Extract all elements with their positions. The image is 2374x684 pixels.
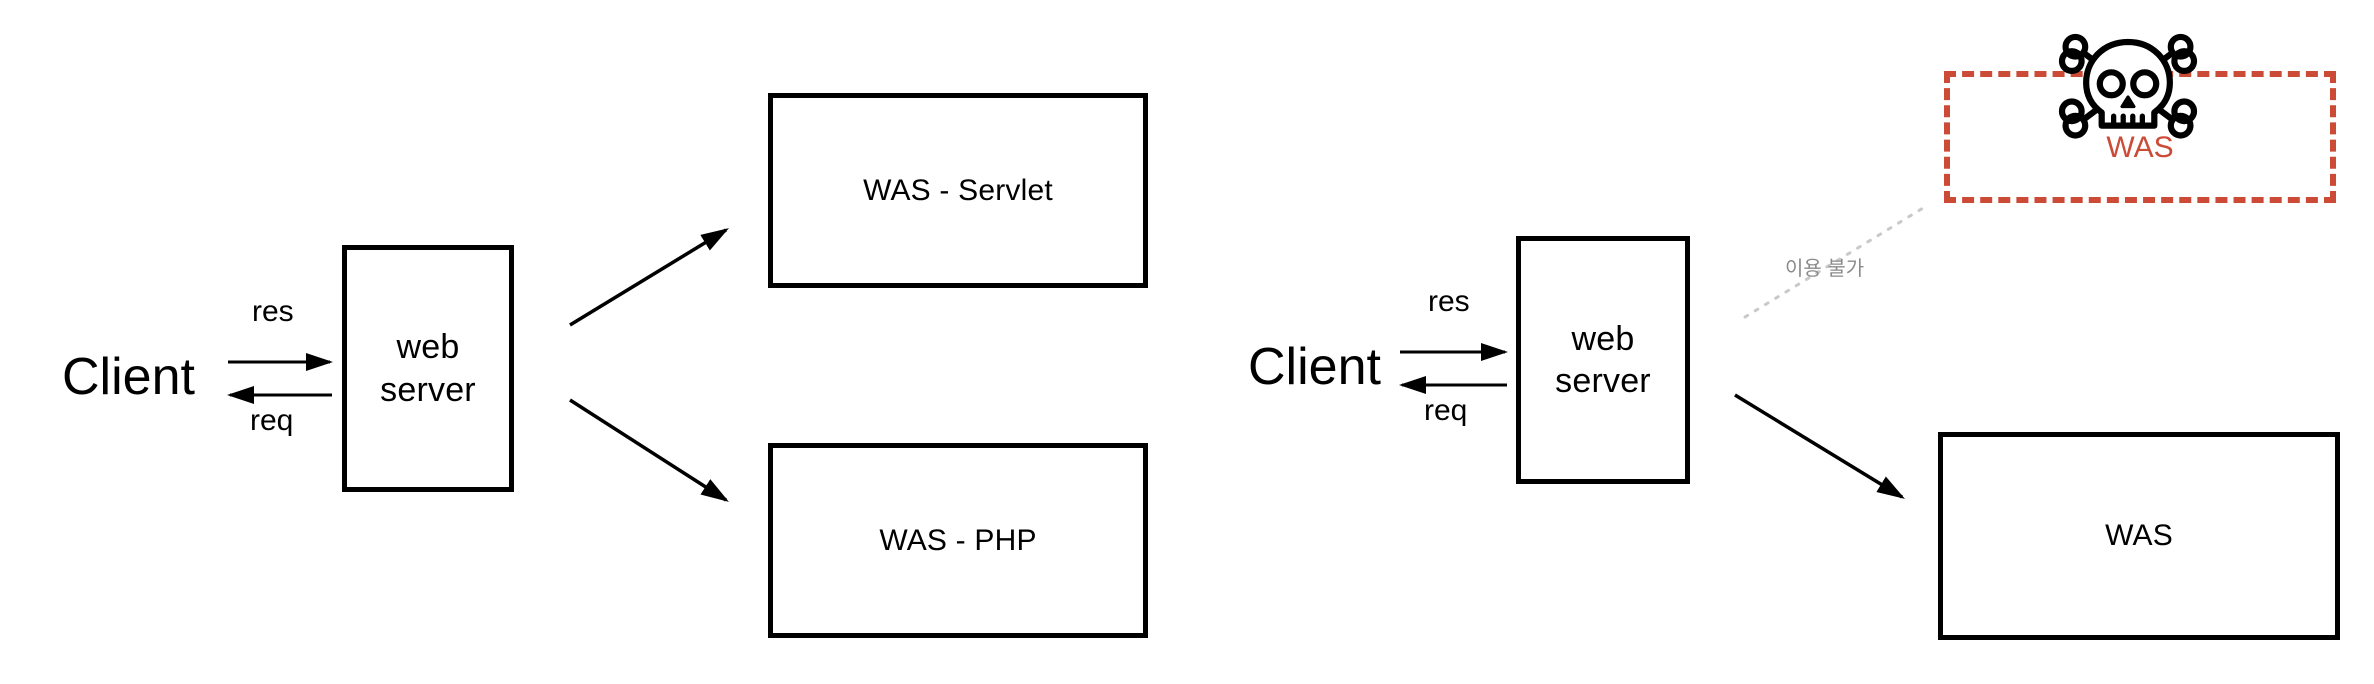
right-server-to-was-arrow <box>1734 393 1905 499</box>
left-server-to-servlet-arrow <box>569 228 729 327</box>
right-unavailable-label: 이용 불가 <box>1785 258 1865 280</box>
left-web-server-label-line1: web <box>396 328 460 366</box>
left-client-label: Client <box>62 348 195 406</box>
skull-and-crossbones-icon <box>2053 30 2203 140</box>
right-was-up-label: WAS <box>2105 519 2173 553</box>
left-res-label: res <box>252 295 294 328</box>
left-web-server-label-line2: server <box>380 370 476 409</box>
right-web-server-label: web server <box>1555 318 1651 403</box>
left-was-servlet-label: WAS - Servlet <box>863 173 1053 207</box>
left-req-label: req <box>250 404 294 437</box>
right-req-label: req <box>1424 394 1468 427</box>
right-was-down-label: WAS <box>2106 131 2174 164</box>
right-web-server-label-line2: server <box>1555 362 1651 400</box>
left-was-servlet-box[interactable]: WAS - Servlet <box>768 93 1148 288</box>
right-client-label: Client <box>1248 338 1381 396</box>
right-web-server-box[interactable]: web server <box>1516 236 1690 484</box>
left-was-php-box[interactable]: WAS - PHP <box>768 443 1148 638</box>
left-web-server-box[interactable]: web server <box>342 245 514 492</box>
right-res-label: res <box>1428 285 1470 318</box>
right-web-server-label-line1: web <box>1571 319 1635 358</box>
right-was-up-box[interactable]: WAS <box>1938 432 2340 640</box>
left-web-server-label: web server <box>380 326 476 411</box>
left-server-to-php-arrow <box>569 398 729 502</box>
left-was-php-label: WAS - PHP <box>879 523 1037 557</box>
